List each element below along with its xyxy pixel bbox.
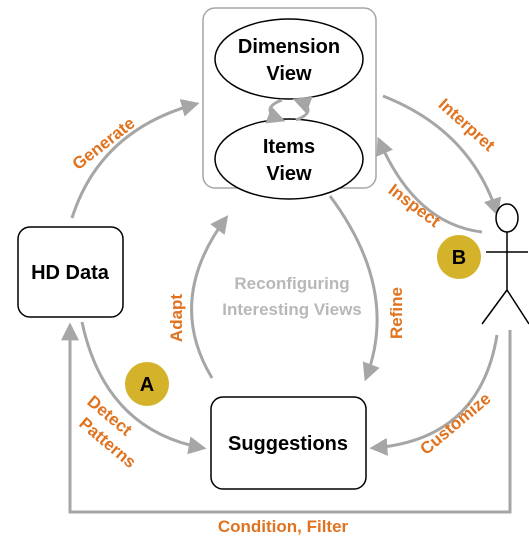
person-icon	[481, 203, 529, 325]
edge-inspect	[376, 136, 483, 234]
hd-data-label: HD Data	[31, 262, 110, 284]
edge-label-generate: Generate	[69, 113, 139, 173]
badge-a: A	[125, 362, 169, 406]
edge-label-interpret: Interpret	[435, 95, 499, 155]
edge-label-inspect: Inspect	[385, 180, 444, 231]
edge-refine	[328, 195, 380, 382]
cycle-icon	[265, 96, 313, 124]
dimension-view-label-line1: Dimension	[238, 36, 340, 58]
svg-text:A: A	[140, 374, 154, 396]
edge-label-refine: Refine	[387, 287, 406, 339]
edge-detect-patterns	[80, 321, 207, 455]
edge-generate	[70, 99, 200, 219]
edge-label-customize: Customize	[416, 389, 494, 459]
edge-adapt	[190, 215, 229, 379]
suggestions-label: Suggestions	[228, 433, 348, 455]
items-view-label-line2: View	[266, 163, 312, 185]
items-view-label-line1: Items	[263, 136, 315, 158]
center-label-line2: Interesting Views	[222, 300, 362, 319]
dimension-view-node	[214, 18, 364, 100]
edge-condition-filter	[61, 322, 512, 514]
center-label-line1: Reconfiguring	[234, 274, 349, 293]
dimension-view-label-line2: View	[266, 63, 312, 85]
edge-label-condition-filter: Condition, Filter	[218, 517, 349, 536]
edge-interpret	[382, 94, 502, 217]
suggestions-node	[210, 396, 367, 490]
hd-data-node	[17, 226, 124, 318]
badge-b: B	[437, 235, 481, 279]
edge-customize	[369, 334, 499, 456]
edge-label-adapt: Adapt	[167, 294, 186, 343]
items-view-node	[214, 118, 364, 200]
svg-text:B: B	[452, 247, 466, 269]
